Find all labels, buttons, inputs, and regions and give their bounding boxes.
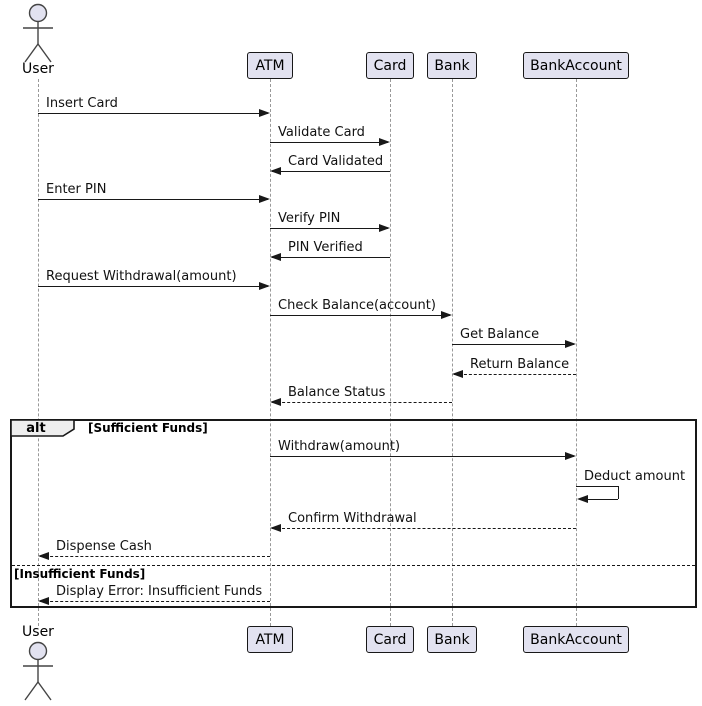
message-label: Request Withdrawal(amount) [46, 269, 237, 284]
guard-label: [Sufficient Funds] [88, 421, 208, 435]
arrowhead-left-icon [452, 370, 463, 378]
message-label: Card Validated [288, 154, 384, 169]
arrowhead-left-icon [270, 398, 281, 406]
lifeline-bank [452, 79, 453, 626]
message-line [272, 257, 390, 258]
lifeline-user [38, 79, 39, 626]
arrowhead-left-icon [38, 597, 49, 605]
message-line [270, 142, 388, 143]
arrowhead-left-icon [270, 253, 281, 261]
alt-divider [12, 565, 695, 566]
self-message-line [587, 499, 618, 500]
participant-user-top-label: User [22, 61, 54, 77]
message-line [40, 556, 270, 557]
message-label: Get Balance [460, 327, 540, 342]
arrowhead-right-icon [379, 224, 390, 232]
arrowhead-right-icon [259, 109, 270, 117]
message-label: Insert Card [46, 96, 118, 111]
message-label: PIN Verified [288, 240, 363, 255]
self-message-line [618, 486, 619, 499]
participant-bank-bottom: Bank [427, 626, 477, 653]
message-label: Verify PIN [278, 211, 341, 226]
message-label: Dispense Cash [56, 539, 152, 554]
participant-atm-top: ATM [247, 52, 293, 79]
message-label: Enter PIN [46, 182, 107, 197]
message-line [38, 286, 268, 287]
message-line [272, 528, 576, 529]
message-line [38, 113, 268, 114]
message-line [270, 456, 574, 457]
arrowhead-right-icon [259, 282, 270, 290]
participant-card-bottom: Card [366, 626, 414, 653]
arrowhead-left-icon [270, 167, 281, 175]
message-label: Deduct amount [584, 469, 686, 484]
message-line [272, 402, 452, 403]
message-line [40, 601, 270, 602]
arrowhead-left-icon [270, 524, 281, 532]
message-label: Return Balance [470, 357, 570, 372]
lifeline-card [390, 79, 391, 626]
message-label: Withdraw(amount) [278, 439, 401, 454]
actor-icon [18, 641, 58, 703]
arrowhead-right-icon [565, 340, 576, 348]
arrowhead-left-icon [577, 495, 588, 503]
arrowhead-right-icon [259, 195, 270, 203]
arrowhead-left-icon [38, 552, 49, 560]
alt-operator-label: alt [26, 421, 46, 436]
alt-frame [10, 419, 697, 608]
message-label: Validate Card [278, 125, 365, 140]
participant-bankaccount-top: BankAccount [523, 52, 629, 79]
arrowhead-right-icon [565, 452, 576, 460]
guard-label: [Insufficient Funds] [14, 567, 146, 581]
participant-user-bottom-label: User [22, 624, 54, 640]
message-label: Check Balance(account) [278, 298, 436, 313]
message-line [270, 228, 388, 229]
message-line [272, 171, 390, 172]
message-line [270, 315, 450, 316]
participant-atm-bottom: ATM [247, 626, 293, 653]
message-line [454, 374, 576, 375]
alt-operator-tab-icon [10, 419, 76, 437]
self-message-line [576, 486, 618, 487]
participant-bank-top: Bank [427, 52, 477, 79]
arrowhead-right-icon [441, 311, 452, 319]
participant-bankaccount-bottom: BankAccount [523, 626, 629, 653]
message-line [452, 344, 574, 345]
message-line [38, 199, 268, 200]
lifeline-atm [270, 79, 271, 626]
actor-icon [18, 3, 58, 65]
lifeline-bankaccount [576, 79, 577, 626]
message-label: Balance Status [288, 385, 386, 400]
message-label: Display Error: Insufficient Funds [56, 584, 263, 599]
participant-card-top: Card [366, 52, 414, 79]
message-label: Confirm Withdrawal [288, 511, 417, 526]
arrowhead-right-icon [379, 138, 390, 146]
